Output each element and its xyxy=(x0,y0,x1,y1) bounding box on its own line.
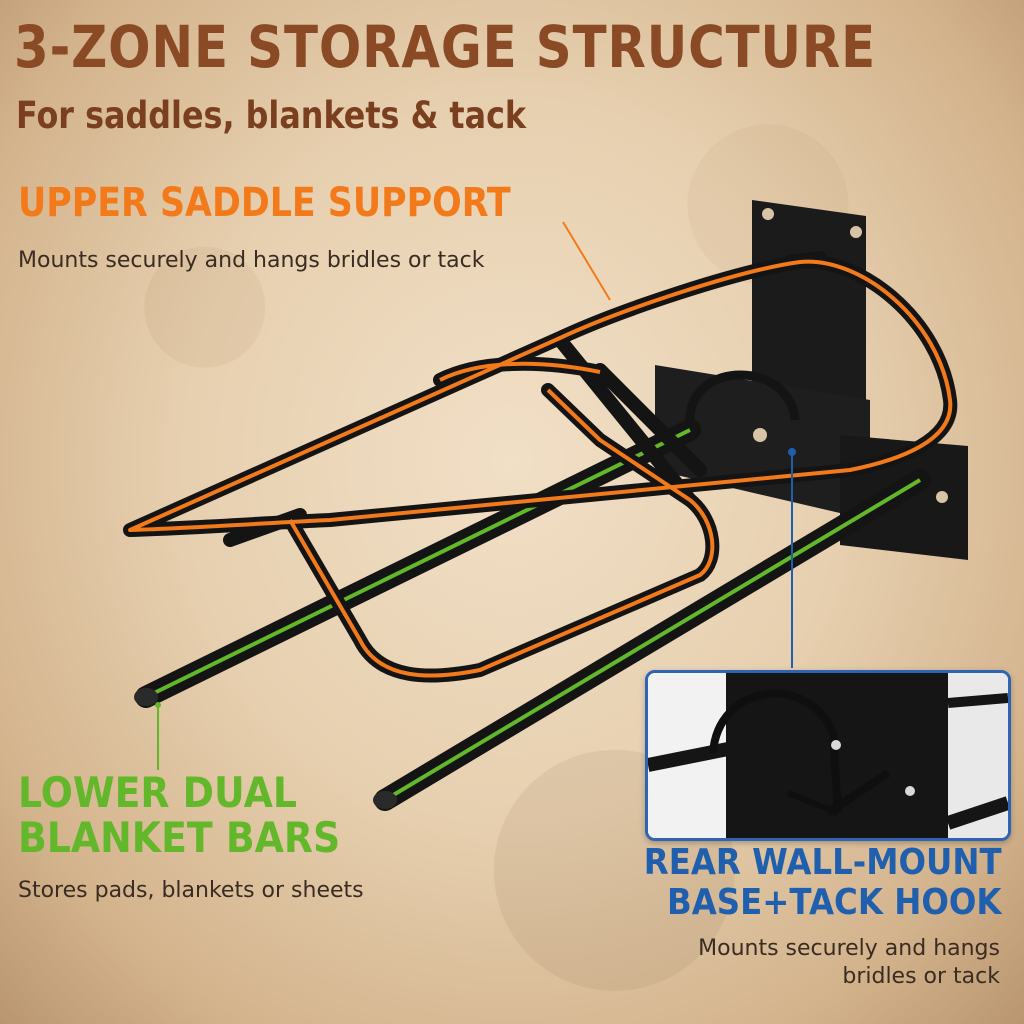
upper-zone-description: Mounts securely and hangs bridles or tac… xyxy=(18,248,485,273)
lower-zone-heading-line2: BLANKET BARS xyxy=(18,813,341,863)
tack-hook-closeup-inset xyxy=(645,670,1011,841)
blanket-bars xyxy=(134,419,931,811)
page-title: 3-ZONE STORAGE STRUCTURE xyxy=(14,13,877,81)
upper-callout-line xyxy=(562,221,611,301)
lower-zone-description: Stores pads, blankets or sheets xyxy=(18,878,364,903)
closeup-illustration xyxy=(648,673,1008,838)
rear-zone-heading-line2: BASE+TACK HOOK xyxy=(667,882,1002,924)
upper-zone-heading: UPPER SADDLE SUPPORT xyxy=(18,180,511,226)
lower-zone-heading: LOWER DUAL BLANKET BARS xyxy=(18,770,340,861)
rear-zone-heading: REAR WALL-MOUNT BASE+TACK HOOK xyxy=(644,842,1002,924)
page-subtitle: For saddles, blankets & tack xyxy=(16,94,527,137)
rear-zone-description-line1: Mounts securely and hangs xyxy=(698,936,1000,961)
tack-hook xyxy=(685,370,800,421)
rear-zone-heading-line1: REAR WALL-MOUNT xyxy=(644,842,1002,883)
rear-zone-description: Mounts securely and hangs bridles or tac… xyxy=(698,935,1000,990)
lower-zone-heading-line1: LOWER DUAL xyxy=(18,768,297,817)
rear-zone-description-line2: bridles or tack xyxy=(842,963,1000,989)
saddle-highlight xyxy=(128,259,953,678)
